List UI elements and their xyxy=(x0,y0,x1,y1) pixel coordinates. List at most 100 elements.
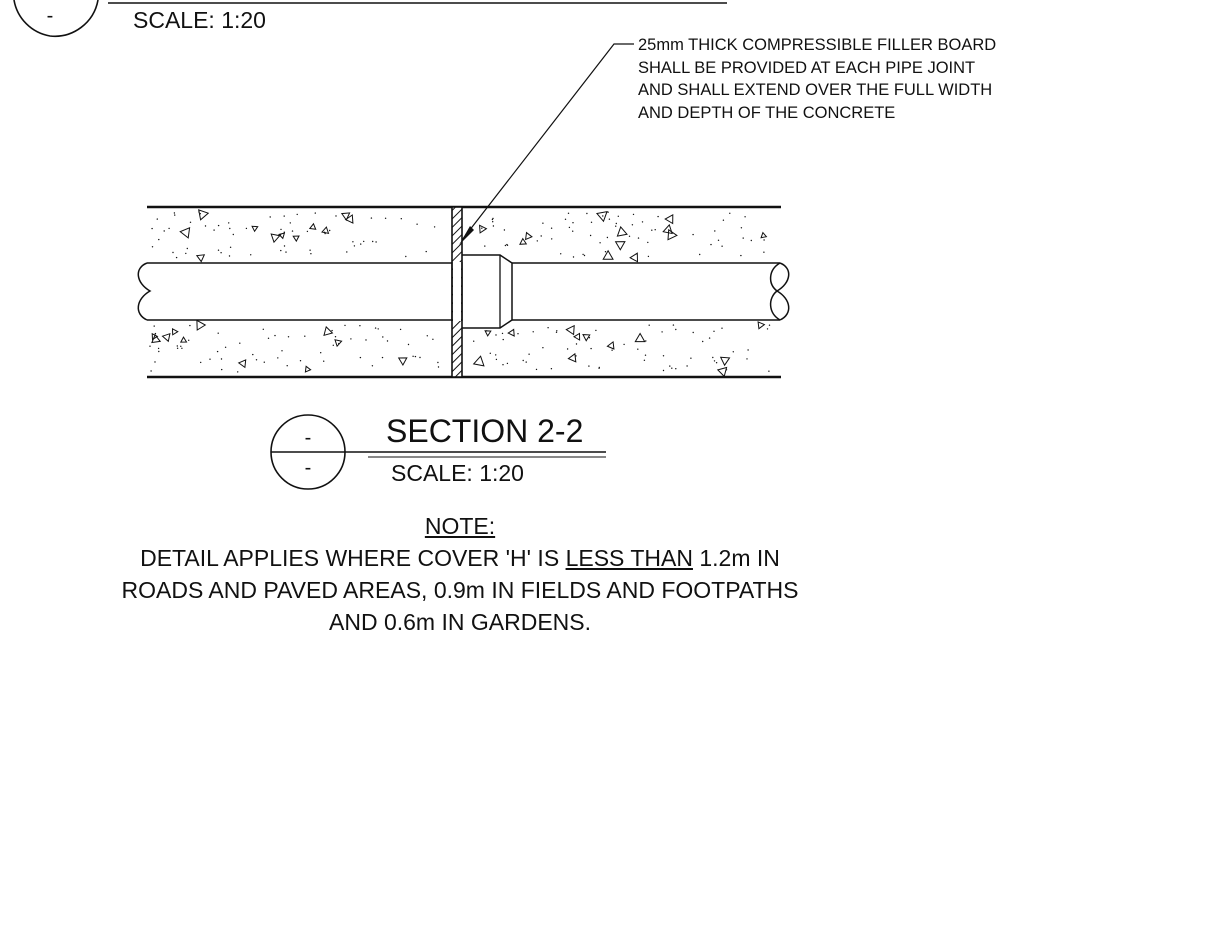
speckle-mark xyxy=(200,361,202,364)
speckle-mark xyxy=(239,342,241,344)
speckle-mark xyxy=(332,344,334,346)
speckle-mark xyxy=(432,338,434,340)
callout-leader xyxy=(459,43,634,245)
aggregate-mark xyxy=(278,232,286,240)
speckle-mark xyxy=(712,356,714,359)
speckle-mark xyxy=(572,230,574,232)
speckle-mark xyxy=(158,350,160,353)
speckle-mark xyxy=(631,224,634,226)
aggregate-mark xyxy=(667,228,678,241)
aggregate-mark xyxy=(582,334,591,342)
speckle-mark xyxy=(359,325,361,327)
speckle-mark xyxy=(323,360,325,362)
speckle-mark xyxy=(589,234,592,237)
speckle-mark xyxy=(725,369,728,371)
speckle-mark xyxy=(503,229,506,231)
speckle-mark xyxy=(180,345,182,347)
aggregate-mark xyxy=(614,241,626,251)
note-line-3: AND 0.6m IN GARDENS. xyxy=(329,609,591,635)
speckle-mark xyxy=(150,370,152,372)
speckle-mark xyxy=(502,338,504,341)
speckle-mark xyxy=(675,368,677,370)
speckle-mark xyxy=(742,237,744,239)
speckle-mark xyxy=(604,251,607,253)
speckle-mark xyxy=(384,217,387,219)
speckle-mark xyxy=(154,332,157,335)
speckle-mark xyxy=(414,355,417,358)
speckle-mark xyxy=(692,331,694,334)
speckle-mark xyxy=(365,339,367,341)
speckle-mark xyxy=(221,368,223,371)
aggregate-mark xyxy=(292,235,300,243)
speckle-mark xyxy=(522,359,524,362)
speckle-mark xyxy=(654,229,656,231)
pipe-right-break-inner xyxy=(769,262,781,321)
speckle-mark xyxy=(708,337,711,339)
speckle-mark xyxy=(615,222,617,225)
speckle-mark xyxy=(583,254,586,257)
speckle-mark xyxy=(280,249,282,252)
speckle-mark xyxy=(717,239,720,241)
speckle-mark xyxy=(377,328,379,330)
speckle-mark xyxy=(158,238,160,241)
speckle-mark xyxy=(661,331,663,333)
speckle-mark xyxy=(740,254,742,257)
aggregate-mark xyxy=(634,332,646,343)
concrete-aggregate xyxy=(151,209,768,378)
aggregate-mark xyxy=(602,249,614,260)
speckle-mark xyxy=(586,212,588,215)
section-bubble-top-label: - xyxy=(305,427,312,449)
speckle-mark xyxy=(350,338,352,340)
speckle-mark xyxy=(602,215,604,217)
speckle-mark xyxy=(637,348,639,350)
speckle-mark xyxy=(168,227,170,230)
speckle-mark xyxy=(433,226,436,228)
speckle-mark xyxy=(425,250,427,253)
speckle-mark xyxy=(675,328,677,331)
speckle-mark xyxy=(590,221,593,223)
aggregate-mark xyxy=(196,319,207,331)
aggregate-mark xyxy=(323,325,334,337)
speckle-mark xyxy=(154,361,156,363)
speckle-mark xyxy=(437,366,440,368)
section-title: SECTION 2-2 xyxy=(386,413,583,449)
speckle-mark xyxy=(506,243,508,246)
aggregate-mark xyxy=(195,254,206,263)
speckle-mark xyxy=(669,365,671,367)
note-line-2: ROADS AND PAVED AREAS, 0.9m IN FIELDS AN… xyxy=(121,577,799,603)
speckle-mark xyxy=(381,356,384,359)
speckle-mark xyxy=(504,244,507,247)
aggregate-mark xyxy=(334,339,343,348)
speckle-mark xyxy=(598,367,600,369)
speckle-mark xyxy=(647,241,649,244)
speckle-mark xyxy=(346,251,348,253)
aggregate-mark xyxy=(719,356,731,367)
speckle-mark xyxy=(564,218,567,220)
speckle-mark xyxy=(228,222,230,224)
speckle-mark xyxy=(416,223,418,225)
speckle-mark xyxy=(657,215,659,218)
speckle-mark xyxy=(286,365,288,367)
speckle-mark xyxy=(595,329,597,332)
speckle-mark xyxy=(768,324,771,326)
speckle-mark xyxy=(506,362,509,365)
speckle-mark xyxy=(575,355,577,357)
speckle-mark xyxy=(374,327,377,329)
speckle-mark xyxy=(686,365,688,367)
speckle-mark xyxy=(721,327,723,329)
aggregate-mark xyxy=(397,357,408,367)
speckle-mark xyxy=(174,214,176,216)
aggregate-mark xyxy=(237,359,247,369)
speckle-mark xyxy=(555,331,558,333)
speckle-mark xyxy=(189,221,192,223)
aggregate-mark xyxy=(507,328,515,337)
speckle-mark xyxy=(173,212,176,214)
speckle-mark xyxy=(572,222,574,224)
callout-line-1: 25mm THICK COMPRESSIBLE FILLER BOARD xyxy=(638,36,997,54)
speckle-mark xyxy=(172,251,174,254)
speckle-mark xyxy=(710,243,712,246)
speckle-mark xyxy=(568,226,571,229)
top-bubble-bottom-label: - xyxy=(47,5,54,27)
speckle-mark xyxy=(536,240,538,242)
speckle-mark xyxy=(550,368,553,370)
